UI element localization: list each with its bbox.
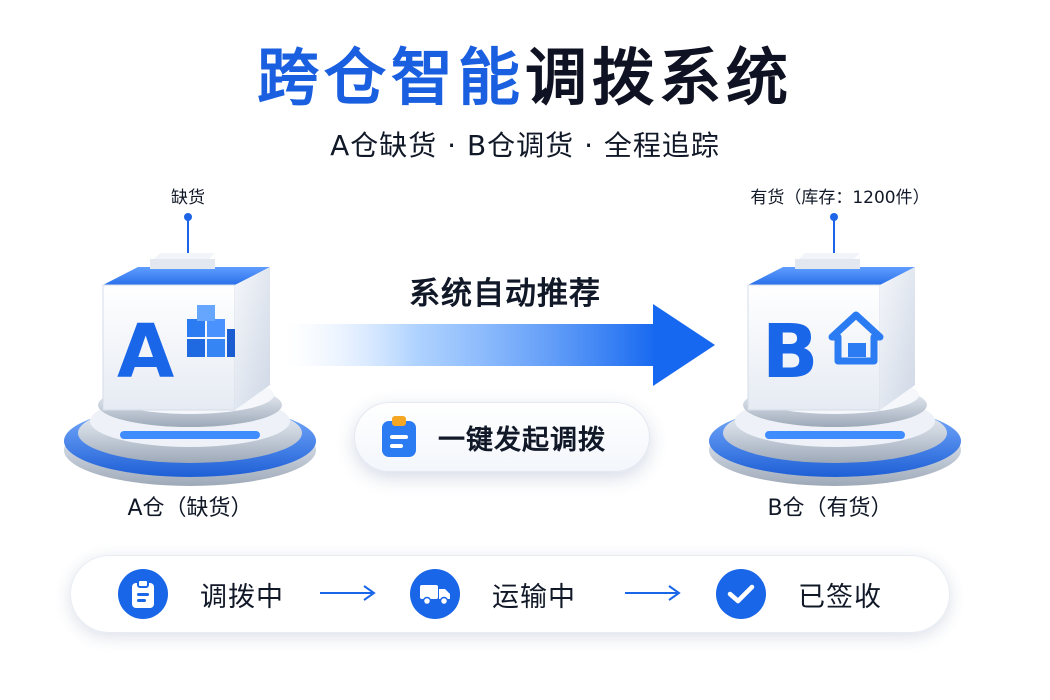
- pin-line: [187, 217, 189, 257]
- truck-icon: [410, 569, 460, 619]
- boxes-icon: [187, 305, 235, 357]
- checkmark-icon: [716, 569, 766, 619]
- clipboard-icon: [118, 569, 168, 619]
- arrow-right-icon: [625, 585, 681, 601]
- cube-a: A: [102, 253, 270, 411]
- clipboard-icon: [382, 416, 416, 457]
- page-title: 跨仓智能调拨系统: [0, 36, 1050, 120]
- cube-b: B: [747, 253, 915, 411]
- title-rest: 调拨系统: [525, 41, 794, 114]
- status-step-received: 已签收: [716, 567, 882, 621]
- cube-b-letter: B: [762, 309, 818, 395]
- warehouse-a-status-tag: 缺货: [171, 188, 205, 208]
- warehouse-a-label: A仓（缺货）: [127, 496, 253, 521]
- launch-transfer-label: 一键发起调拨: [438, 424, 606, 456]
- status-step-label: 运输中: [492, 581, 576, 613]
- warehouse-a-illustration: A: [64, 253, 316, 486]
- status-step-label: 已签收: [798, 581, 882, 613]
- pin-line: [833, 217, 835, 257]
- transfer-arrow-icon: [285, 304, 715, 386]
- status-step-in-transit: 运输中: [410, 567, 576, 621]
- page-subtitle: A仓缺货 · B仓调货 · 全程追踪: [330, 129, 720, 162]
- cube-a-letter: A: [117, 309, 174, 395]
- status-step-label: 调拨中: [200, 581, 284, 613]
- warehouse-b-illustration: B: [709, 253, 961, 486]
- status-step-transferring: 调拨中: [118, 567, 284, 621]
- transfer-status-bar: 调拨中 运输中 已签收: [70, 555, 950, 633]
- recommend-text: 系统自动推荐: [409, 276, 601, 312]
- warehouse-b-status-tag: 有货（库存：1200件）: [750, 188, 930, 208]
- arrow-right-icon: [320, 585, 376, 601]
- launch-transfer-button[interactable]: 一键发起调拨: [354, 402, 650, 472]
- title-highlight: 跨仓智能: [256, 41, 525, 114]
- warehouse-icon: [828, 311, 884, 365]
- warehouse-b-label: B仓（有货）: [767, 496, 893, 521]
